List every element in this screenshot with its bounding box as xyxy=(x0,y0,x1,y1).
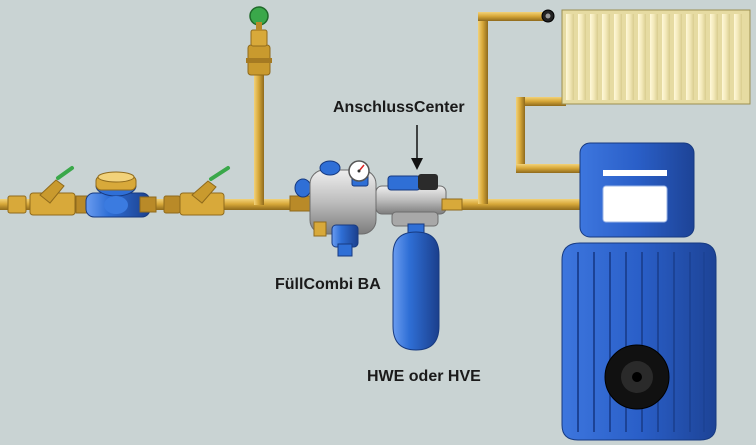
radiator-return-pipe-v xyxy=(516,97,525,172)
label-fuellcombi: FüllCombi BA xyxy=(275,276,381,293)
riser-pipe-right xyxy=(478,12,488,204)
arrow-down-icon xyxy=(411,125,423,170)
valve-icon xyxy=(7,166,89,216)
label-hwe-hve: HWE oder HVE xyxy=(367,368,481,385)
radiator-fins xyxy=(566,14,742,100)
radiator-return-pipe-h xyxy=(516,97,566,106)
boiler xyxy=(561,142,717,441)
valve-icon xyxy=(246,6,272,76)
label-anschluss-center: AnschlussCenter xyxy=(333,99,465,116)
pressure-gauge-icon xyxy=(348,160,370,182)
water-meter-icon xyxy=(85,171,157,218)
boiler-ribs xyxy=(577,252,705,432)
radiator-supply-pipe xyxy=(478,12,548,21)
radiator xyxy=(541,9,751,105)
riser-pipe-left xyxy=(254,60,264,205)
boiler-burner-port xyxy=(604,344,670,410)
valve-icon xyxy=(163,166,230,216)
anschluss-center-unit xyxy=(375,174,463,227)
expansion-vessel xyxy=(392,223,440,351)
fuellcombi-unit xyxy=(289,160,377,257)
boiler-return-pipe xyxy=(516,164,582,173)
